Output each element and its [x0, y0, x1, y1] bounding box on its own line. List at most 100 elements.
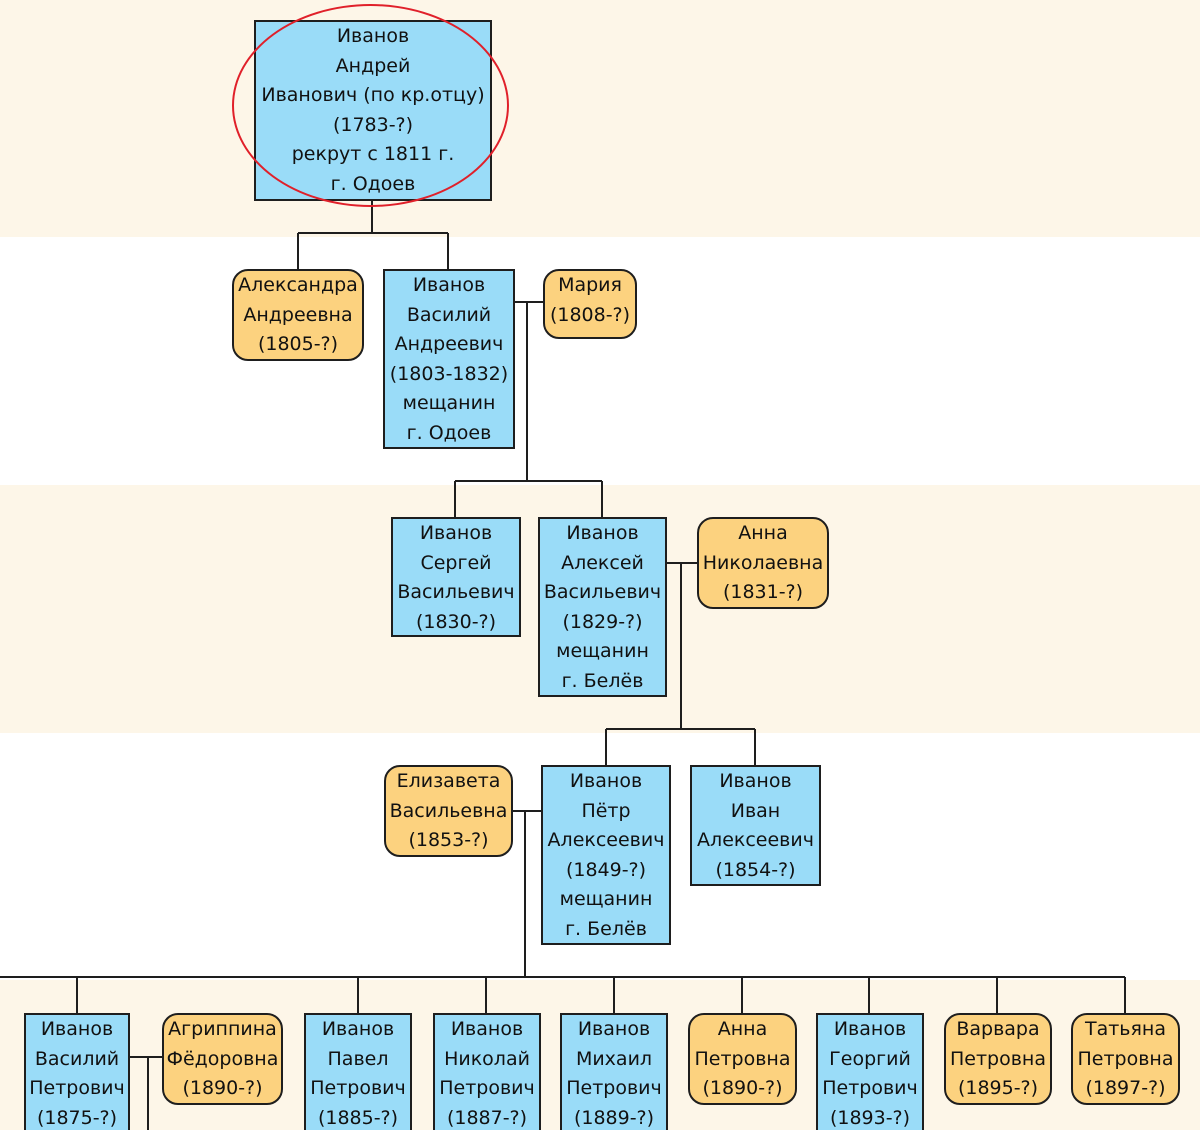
- person-text-line: Татьяна: [1084, 1018, 1166, 1040]
- person-text-line: Павел: [327, 1047, 389, 1070]
- person-text-line: Иванов: [336, 25, 410, 47]
- person-text-line: Петровна: [1077, 1047, 1174, 1070]
- person-text-line: (1897-?): [1085, 1077, 1166, 1099]
- connector: [454, 480, 603, 517]
- person-text-line: Петровна: [950, 1047, 1046, 1070]
- generation-band-1: [0, 0, 1200, 237]
- person-text-line: рекрут с 1811 г.: [291, 143, 455, 165]
- person-text-line: Иванов: [450, 1018, 524, 1040]
- person-text-line: Иванович (по кр.отцу): [261, 84, 485, 106]
- person-text-line: Иванов: [569, 770, 643, 792]
- person-text-line: Николай: [444, 1047, 530, 1070]
- person-text-line: Петровна: [694, 1047, 791, 1070]
- person-text-line: (1887-?): [446, 1106, 528, 1129]
- person-text-line: Андреевич: [394, 333, 504, 355]
- person-text-line: Николаевна: [702, 551, 824, 574]
- person-text-line: г. Одоев: [406, 421, 492, 444]
- person-text-line: Александра: [238, 274, 358, 296]
- person-text-line: (1853-?): [408, 829, 489, 851]
- person-text-line: Василий: [34, 1047, 120, 1070]
- person-text-line: Петрович: [566, 1077, 662, 1099]
- person-text-line: Петрович: [310, 1077, 406, 1099]
- person-text-line: Иванов: [577, 1018, 651, 1040]
- person-text-line: (1803-1832): [389, 362, 509, 385]
- connector: [513, 810, 541, 977]
- person-text-line: Сергей: [420, 551, 492, 574]
- person-text-line: (1890-?): [702, 1077, 783, 1099]
- person-text-line: (1895-?): [957, 1077, 1039, 1099]
- person-text-line: Андрей: [335, 54, 411, 77]
- person-text-line: Анна: [738, 522, 788, 544]
- person-text-line: (1890-?): [182, 1077, 263, 1099]
- person-text-line: Мария: [558, 274, 622, 296]
- connector: [667, 562, 697, 729]
- person-text-line: (1831-?): [722, 581, 804, 603]
- person-text-line: (1849-?): [565, 858, 647, 881]
- person-text-line: мещанин: [556, 640, 649, 662]
- person-text-line: Елизавета: [396, 770, 501, 792]
- person-text-line: Василий: [406, 303, 492, 326]
- person-text-line: Иван: [730, 799, 781, 822]
- person-text-line: Иванов: [419, 522, 493, 544]
- person-text-line: Алексеевич: [697, 829, 814, 851]
- person-text-line: Петрович: [29, 1077, 125, 1099]
- person-text-line: Фёдоровна: [166, 1047, 279, 1070]
- connector: [0, 976, 1126, 1013]
- person-text-line: Алексей: [561, 551, 644, 574]
- connector: [515, 301, 543, 481]
- person-text-line: Иванов: [566, 522, 639, 544]
- person-text-line: Пётр: [581, 799, 631, 822]
- person-text-line: (1805-?): [257, 333, 339, 355]
- person-text-line: (1783-?): [332, 113, 414, 136]
- person-text-line: (1830-?): [415, 610, 497, 633]
- person-text-line: (1854-?): [715, 858, 796, 881]
- person-text-line: Васильевич: [397, 581, 515, 603]
- person-text-line: (1885-?): [317, 1106, 399, 1129]
- person-text-line: Иванов: [833, 1018, 907, 1040]
- person-text-line: Петрович: [439, 1077, 535, 1099]
- person-text-line: (1829-?): [562, 610, 643, 633]
- person-text-line: Иванов: [321, 1018, 395, 1040]
- person-text-line: Алексеевич: [547, 829, 665, 851]
- person-text-line: Андреевна: [243, 303, 353, 326]
- person-text-line: мещанин: [402, 392, 496, 414]
- person-text-line: (1893-?): [829, 1106, 911, 1129]
- person-text-line: Иванов: [412, 274, 486, 296]
- person-text-line: Васильевна: [389, 799, 508, 822]
- person-text-line: Иванов: [40, 1018, 114, 1040]
- person-text-line: (1889-?): [573, 1106, 655, 1129]
- person-text-line: г. Белёв: [561, 669, 644, 692]
- person-text-line: Петрович: [822, 1077, 918, 1099]
- connector: [297, 201, 449, 269]
- person-text-line: (1875-?): [36, 1106, 118, 1129]
- person-mariya[interactable]: Мария (1808-?): [543, 269, 637, 339]
- person-text-line: Георгий: [829, 1047, 911, 1070]
- person-text-line: Варвара: [956, 1018, 1040, 1040]
- person-text-line: г. Одоев: [330, 172, 416, 195]
- person-text-line: (1808-?): [549, 303, 631, 326]
- connector: [130, 1056, 162, 1130]
- person-text-line: г. Белёв: [565, 917, 647, 940]
- person-text-line: Иванов: [719, 770, 792, 792]
- person-text-line: Агриппина: [168, 1018, 277, 1040]
